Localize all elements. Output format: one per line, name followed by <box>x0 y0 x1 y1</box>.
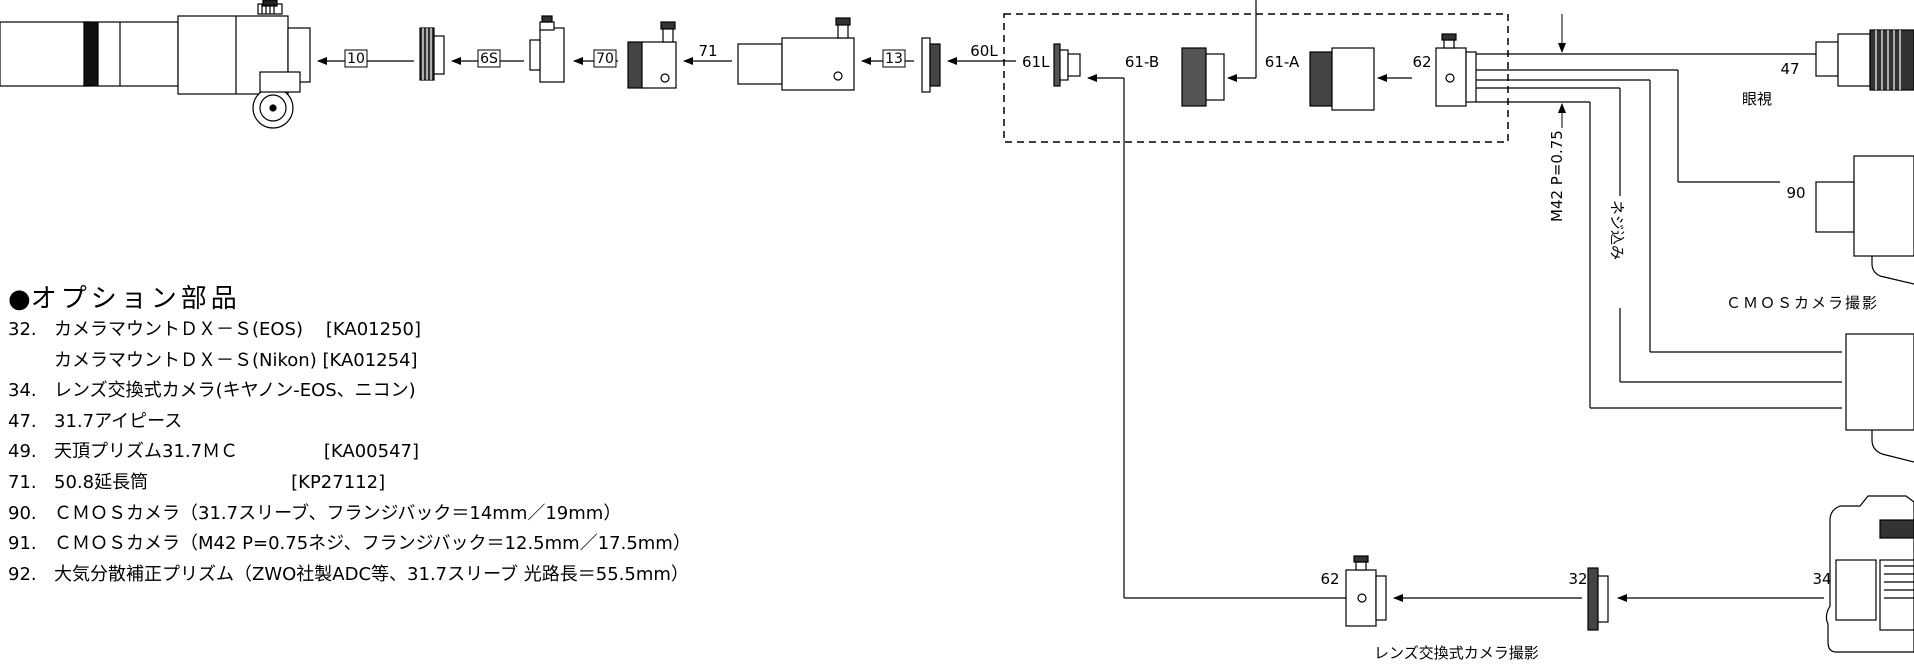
part-70 <box>627 21 677 89</box>
option-name: 31.7アイピース <box>54 410 183 432</box>
caption-cmos: ＣＭＯＳカメラ撮影 <box>1726 294 1879 312</box>
label-10: 10 <box>347 51 365 67</box>
option-name: 天頂プリズム31.7ＭＣ <box>54 441 324 463</box>
option-num: 32. <box>8 319 37 340</box>
part-91-cmos-camera <box>1845 333 1914 463</box>
label-47: 47 <box>1780 60 1799 78</box>
option-item: 71. 50.8延長筒 [KP27112] <box>8 468 908 499</box>
part-62 <box>1435 33 1477 107</box>
option-name: 50.8延長筒 <box>54 471 292 493</box>
option-name: カメラマウントＤＸ－Ｓ(Nikon) <box>54 349 323 371</box>
part-61-b <box>1181 47 1225 107</box>
label-m42: M42 P=0.75 <box>1548 130 1566 222</box>
option-item: 49. 天頂プリズム31.7ＭＣ [KA00547] <box>8 437 908 468</box>
telescope <box>0 0 311 129</box>
bullet-icon: ● <box>8 284 31 314</box>
option-name: ＣＭＯＳカメラ（31.7スリーブ、フランジバック＝14mm／19mm） <box>54 502 622 524</box>
part-62-lower <box>1345 555 1387 627</box>
option-num: 90. <box>8 502 37 524</box>
option-num: 71. <box>8 471 37 493</box>
option-num: 34. <box>8 380 37 402</box>
label-61-b: 61-B <box>1125 53 1159 71</box>
label-71: 71 <box>698 42 717 60</box>
part-34-dslr-camera <box>1825 495 1914 653</box>
label-61l: 61L <box>1022 53 1050 71</box>
part-10 <box>419 27 445 81</box>
part-32 <box>1587 567 1609 631</box>
options-title: ●オプション部品 <box>8 283 908 315</box>
option-item: カメラマウントＤＸ－Ｓ(Nikon) [KA01254] <box>8 346 908 377</box>
option-code: [KA01250] <box>325 319 422 340</box>
part-61l <box>1053 43 1081 87</box>
label-62: 62 <box>1412 53 1431 71</box>
option-name: 大気分散補正プリズム（ZWO社製ADC等、31.7スリーブ 光路長＝55.5mm… <box>54 563 689 585</box>
option-name: ＣＭＯＳカメラ（M42 P=0.75ネジ、フランジバック＝12.5mm／17.5… <box>54 533 691 555</box>
option-item: 32. カメラマウントＤＸ－Ｓ(EOS) [KA01250] <box>8 315 908 346</box>
part-6s <box>529 15 565 83</box>
option-item: 34. レンズ交換式カメラ(キヤノン-EOS、ニコン) <box>8 376 908 407</box>
label-70: 70 <box>596 51 614 67</box>
option-num: 49. <box>8 441 37 463</box>
option-num: 91. <box>8 533 37 555</box>
part-13 <box>921 37 941 93</box>
option-code: [KA00547] <box>323 441 420 463</box>
label-62-lower: 62 <box>1320 570 1339 588</box>
label-90: 90 <box>1786 184 1805 202</box>
option-item: 47. 31.7アイピース <box>8 407 908 438</box>
part-47-eyepiece <box>1815 29 1914 91</box>
option-code: [KA01254] <box>322 349 418 371</box>
option-num: 92. <box>8 563 37 585</box>
option-item: 92. 大気分散補正プリズム（ZWO社製ADC等、31.7スリーブ 光路長＝55.… <box>8 560 908 591</box>
part-71 <box>737 17 855 91</box>
label-61-a: 61-A <box>1265 53 1300 71</box>
label-34: 34 <box>1812 570 1831 588</box>
option-item: 91. ＣＭＯＳカメラ（M42 P=0.75ネジ、フランジバック＝12.5mm／1… <box>8 529 908 560</box>
label-13: 13 <box>885 51 903 67</box>
option-code: [KP27112] <box>291 471 386 493</box>
caption-interchangeable: レンズ交換式カメラ撮影 <box>1374 644 1539 662</box>
option-num: 47. <box>8 410 37 432</box>
caption-visual: 眼視 <box>1742 90 1772 108</box>
label-32: 32 <box>1568 570 1587 588</box>
options-list: ●オプション部品 32. カメラマウントＤＸ－Ｓ(EOS) [KA01250] カ… <box>8 283 908 590</box>
part-90-cmos-camera <box>1815 155 1914 285</box>
option-item: 90. ＣＭＯＳカメラ（31.7スリーブ、フランジバック＝14mm／19mm） <box>8 499 908 530</box>
label-60l: 60L <box>970 42 998 60</box>
part-61-a <box>1309 47 1375 111</box>
option-name: カメラマウントＤＸ－Ｓ(EOS) <box>54 319 326 340</box>
options-title-text: オプション部品 <box>30 284 241 314</box>
label-6s: 6S <box>480 51 498 67</box>
label-thread: ネジ込み <box>1608 200 1626 260</box>
option-name: レンズ交換式カメラ(キヤノン-EOS、ニコン) <box>54 380 416 402</box>
